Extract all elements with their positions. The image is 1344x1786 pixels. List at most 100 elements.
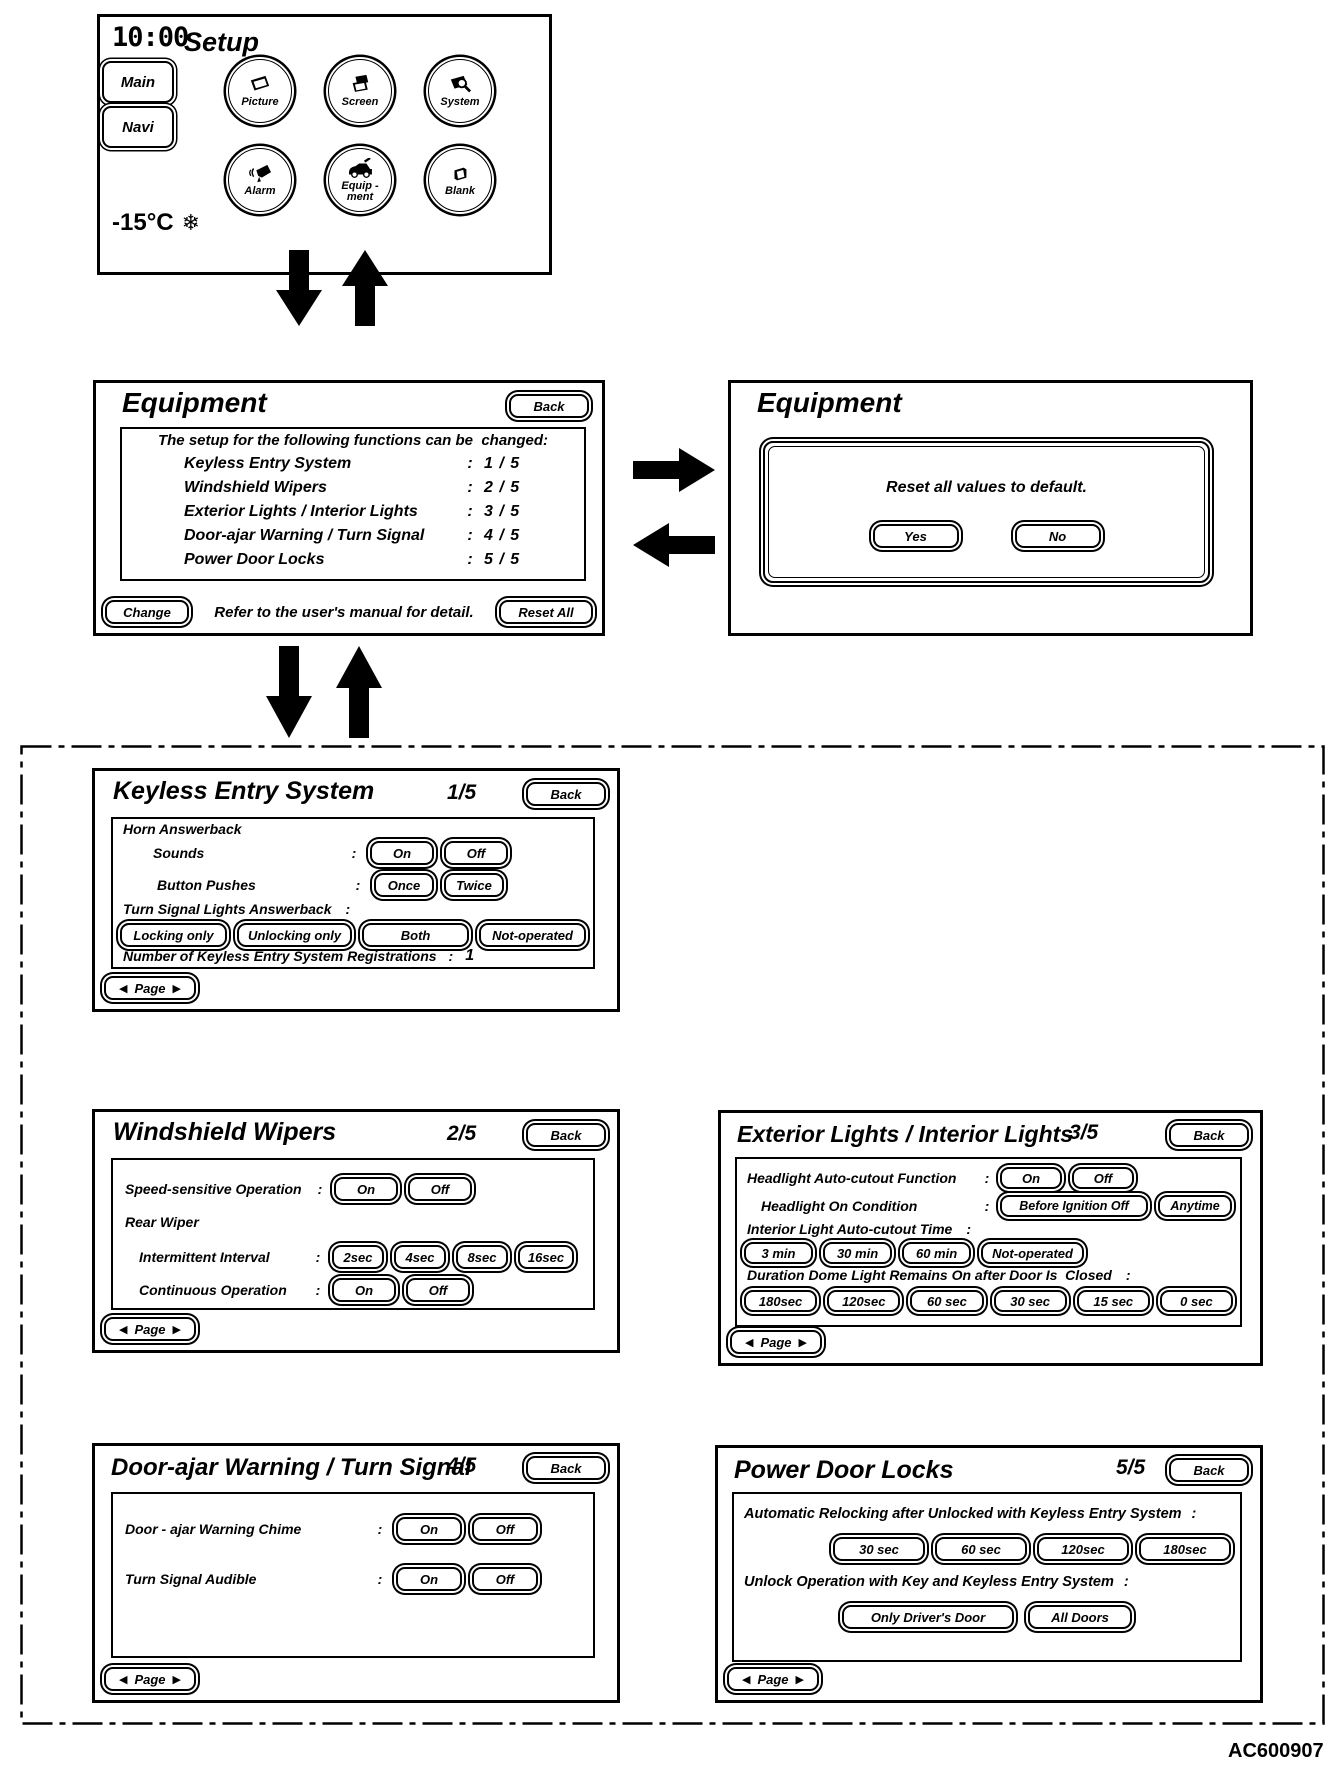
anytime-button[interactable]: Anytime xyxy=(1158,1195,1232,1217)
snowflake-icon: ❄ xyxy=(181,210,201,236)
no-button[interactable]: No xyxy=(1014,524,1101,548)
interior-not-operated-button[interactable]: Not-operated xyxy=(981,1242,1084,1264)
headlight-cutout-off-button[interactable]: Off xyxy=(1072,1167,1134,1189)
page-nav-label: Page xyxy=(757,1671,789,1687)
equipment-caption: The setup for the following functions ca… xyxy=(157,432,548,449)
page-next-icon[interactable]: ▶ xyxy=(172,981,182,995)
item-page: 5 / 5 xyxy=(484,551,521,568)
main-button[interactable]: Main xyxy=(102,61,174,103)
page-nav-button[interactable]: ◀ Page ▶ xyxy=(727,1667,820,1691)
page-prev-icon[interactable]: ◀ xyxy=(119,1322,128,1336)
item-name: Door-ajar Warning / Turn Signal xyxy=(184,527,425,544)
page-nav-label: Page xyxy=(134,1671,166,1687)
dome-30sec-button[interactable]: 30 sec xyxy=(993,1290,1067,1312)
rear-wiper-label: Rear Wiper xyxy=(125,1214,199,1230)
dome-15sec-button[interactable]: 15 sec xyxy=(1076,1290,1150,1312)
equipment-icon xyxy=(349,157,372,178)
turn-audible-on-button[interactable]: On xyxy=(396,1567,462,1591)
page-indicator: 3/5 xyxy=(1069,1121,1099,1144)
pushes-twice-button[interactable]: Twice xyxy=(444,873,504,897)
power-door-locks-screen: Power Door Locks 5/5 Back Automatic Relo… xyxy=(715,1445,1263,1703)
back-button[interactable]: Back xyxy=(526,782,606,806)
relock-30sec-button[interactable]: 30 sec xyxy=(833,1537,925,1561)
reset-dialog-inner-border xyxy=(768,446,1205,578)
picture-label: Picture xyxy=(241,96,279,108)
back-button[interactable]: Back xyxy=(1169,1123,1249,1147)
page-nav-label: Page xyxy=(760,1334,792,1350)
unlocking-only-button[interactable]: Unlocking only xyxy=(236,923,353,947)
all-doors-button[interactable]: All Doors xyxy=(1028,1605,1132,1629)
blank-label: Blank xyxy=(445,185,475,197)
before-ignition-off-button[interactable]: Before Ignition Off xyxy=(1000,1195,1148,1217)
setup-system-button[interactable]: System xyxy=(428,59,492,123)
interior-30min-button[interactable]: 30 min xyxy=(823,1242,893,1264)
page-nav-button[interactable]: ◀ Page ▶ xyxy=(104,976,197,1000)
headlight-on-condition-label: Headlight On Condition xyxy=(761,1198,918,1214)
navi-button[interactable]: Navi xyxy=(102,106,174,148)
item-page: 2 / 5 xyxy=(484,479,521,496)
yes-button[interactable]: Yes xyxy=(872,524,959,548)
relock-60sec-button[interactable]: 60 sec xyxy=(935,1537,1027,1561)
both-button[interactable]: Both xyxy=(362,923,470,947)
interval-2sec-button[interactable]: 2sec xyxy=(332,1245,384,1269)
dome-180sec-button[interactable]: 180sec xyxy=(744,1290,818,1312)
back-button[interactable]: Back xyxy=(1169,1458,1249,1482)
item-page: 3 / 5 xyxy=(484,503,521,520)
page-next-icon[interactable]: ▶ xyxy=(798,1335,808,1349)
headlight-cutout-label: Headlight Auto-cutout Function xyxy=(747,1170,957,1186)
door-ajar-screen: Door-ajar Warning / Turn Signal 4/5 Back… xyxy=(92,1443,620,1703)
chime-on-button[interactable]: On xyxy=(396,1517,462,1541)
dome-0sec-button[interactable]: 0 sec xyxy=(1159,1290,1234,1312)
equipment-item-row: Keyless Entry System : 1 / 5 xyxy=(122,452,584,476)
setup-picture-button[interactable]: Picture xyxy=(228,59,292,123)
pushes-once-button[interactable]: Once xyxy=(374,873,434,897)
page-next-icon[interactable]: ▶ xyxy=(795,1672,805,1686)
locking-only-button[interactable]: Locking only xyxy=(120,923,227,947)
speed-on-button[interactable]: On xyxy=(334,1177,398,1201)
relock-180sec-button[interactable]: 180sec xyxy=(1139,1537,1231,1561)
page-next-icon[interactable]: ▶ xyxy=(172,1672,182,1686)
interval-16sec-button[interactable]: 16sec xyxy=(518,1245,574,1269)
setup-alarm-button[interactable]: Alarm xyxy=(228,148,292,212)
page-nav-button[interactable]: ◀ Page ▶ xyxy=(730,1330,823,1354)
page-prev-icon[interactable]: ◀ xyxy=(742,1672,751,1686)
page-nav-button[interactable]: ◀ Page ▶ xyxy=(104,1667,197,1691)
back-button[interactable]: Back xyxy=(509,394,589,418)
lights-title: Exterior Lights / Interior Lights xyxy=(737,1121,1074,1147)
speed-off-button[interactable]: Off xyxy=(408,1177,472,1201)
turn-audible-off-button[interactable]: Off xyxy=(472,1567,538,1591)
continuous-on-button[interactable]: On xyxy=(332,1278,396,1302)
reset-all-button[interactable]: Reset All xyxy=(499,600,593,624)
sounds-on-button[interactable]: On xyxy=(370,841,434,865)
chime-off-button[interactable]: Off xyxy=(472,1517,538,1541)
windshield-wipers-screen: Windshield Wipers 2/5 Back Speed-sensiti… xyxy=(92,1109,620,1353)
interior-60min-button[interactable]: 60 min xyxy=(902,1242,972,1264)
setup-blank-button[interactable]: Blank xyxy=(428,148,492,212)
relock-120sec-button[interactable]: 120sec xyxy=(1037,1537,1129,1561)
not-operated-button[interactable]: Not-operated xyxy=(479,923,586,947)
continuous-off-button[interactable]: Off xyxy=(406,1278,470,1302)
back-button[interactable]: Back xyxy=(526,1456,606,1480)
keyless-entry-screen: Keyless Entry System 1/5 Back Horn Answe… xyxy=(92,768,620,1012)
headlight-cutout-on-button[interactable]: On xyxy=(1000,1167,1062,1189)
colon: : xyxy=(315,1249,321,1265)
horn-answerback-label: Horn Answerback xyxy=(123,821,242,837)
page-prev-icon[interactable]: ◀ xyxy=(119,981,128,995)
page-prev-icon[interactable]: ◀ xyxy=(745,1335,754,1349)
interior-3min-button[interactable]: 3 min xyxy=(744,1242,814,1264)
sounds-off-button[interactable]: Off xyxy=(444,841,508,865)
dome-120sec-button[interactable]: 120sec xyxy=(827,1290,901,1312)
interval-8sec-button[interactable]: 8sec xyxy=(456,1245,508,1269)
dome-60sec-button[interactable]: 60 sec xyxy=(910,1290,984,1312)
page-next-icon[interactable]: ▶ xyxy=(172,1322,182,1336)
setup-equipment-button[interactable]: Equip - ment xyxy=(328,148,392,212)
colon: : xyxy=(984,1170,990,1186)
setup-screen-button[interactable]: Screen xyxy=(328,59,392,123)
change-button[interactable]: Change xyxy=(105,600,189,624)
only-drivers-door-button[interactable]: Only Driver's Door xyxy=(842,1605,1014,1629)
page-prev-icon[interactable]: ◀ xyxy=(119,1672,128,1686)
figure-code: AC600907 xyxy=(1228,1740,1324,1762)
back-button[interactable]: Back xyxy=(526,1123,606,1147)
interval-4sec-button[interactable]: 4sec xyxy=(394,1245,446,1269)
page-nav-button[interactable]: ◀ Page ▶ xyxy=(104,1317,197,1341)
